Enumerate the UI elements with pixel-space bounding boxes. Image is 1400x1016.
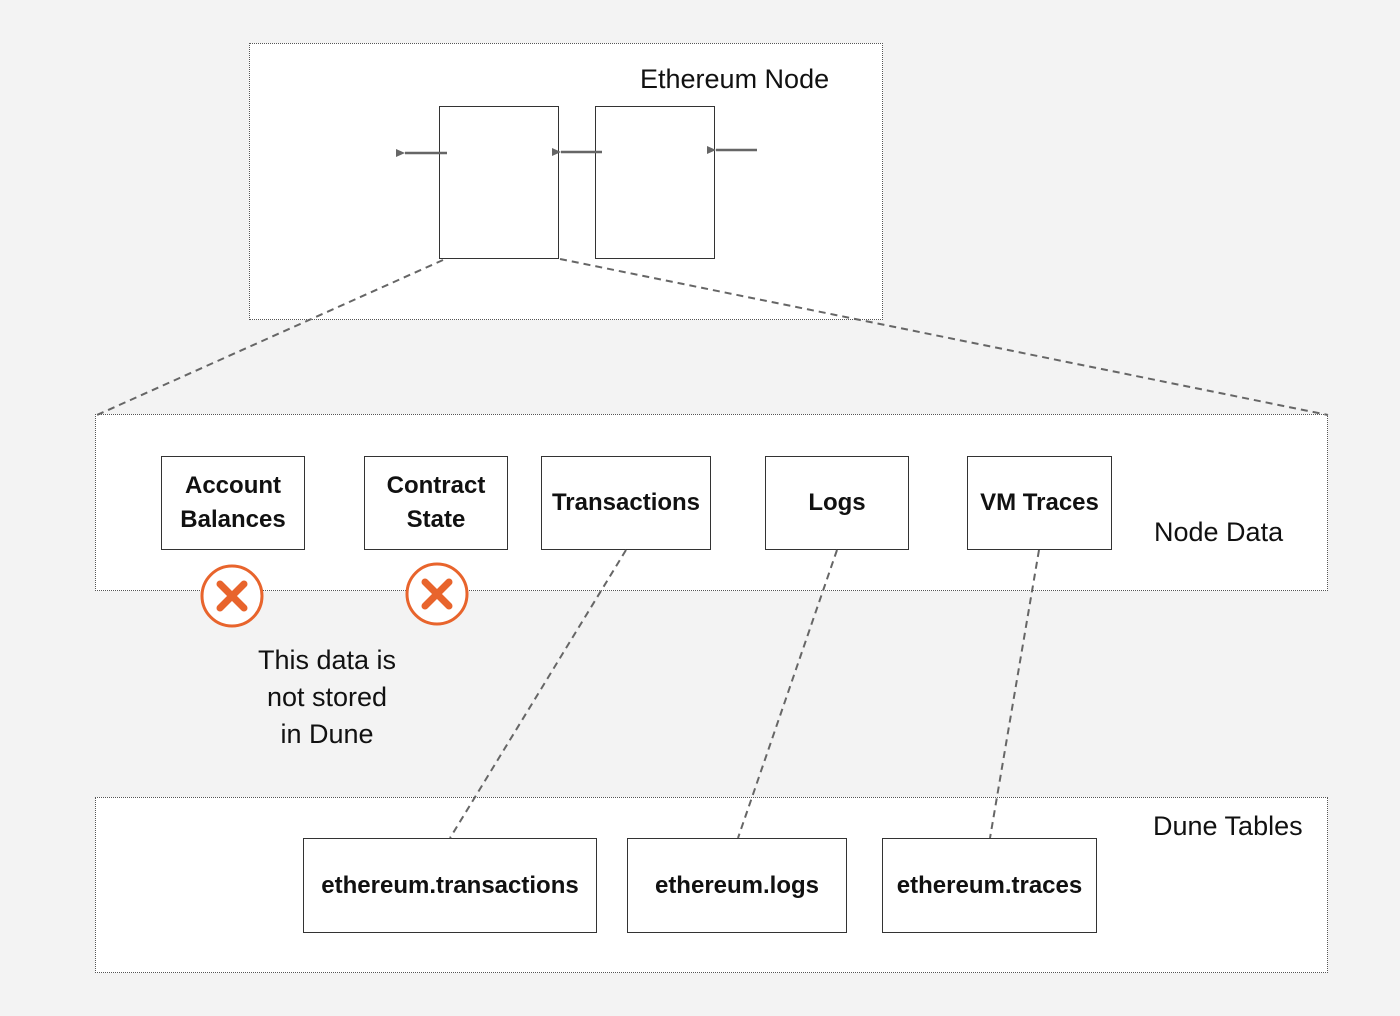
dune-table-transactions: ethereum.transactions [303,838,597,933]
not-stored-note: This data is not stored in Dune [227,642,427,753]
zoom-lines [96,258,1329,416]
mapping-line-traces [989,549,1040,839]
block-1 [439,106,559,259]
ethereum-node-label: Ethereum Node [640,64,830,94]
node-data-account-balances: Account Balances [161,456,305,550]
dune-table-logs-label: ethereum.logs [654,871,820,899]
node-data-transactions-label: Transactions [551,489,701,516]
x-circle-icon [200,564,264,628]
node-data-account-balances-label: Account Balances [180,472,286,533]
note-line: not stored [266,682,388,712]
dune-table-traces-label: ethereum.traces [896,871,1083,899]
x-circle-icon [405,562,469,626]
node-data-logs: Logs [765,456,909,550]
note-line: This data is [257,645,397,675]
node-data-vm-traces: VM Traces [967,456,1112,550]
node-data-label: Node Data [1154,517,1284,547]
dune-table-logs: ethereum.logs [627,838,847,933]
zoom-line-left [96,259,444,416]
node-data-contract-state-label: Contract State [386,472,486,533]
mapping-line-logs [737,549,838,839]
node-data-logs-label: Logs [808,489,866,516]
mapping-line-transactions [449,549,627,839]
zoom-line-right [559,258,1329,416]
dune-table-transactions-label: ethereum.transactions [321,871,579,899]
ethereum-node-panel [249,43,883,320]
node-data-contract-state: Contract State [364,456,508,550]
dune-table-traces: ethereum.traces [882,838,1097,933]
note-line: in Dune [280,719,374,749]
node-data-transactions: Transactions [541,456,711,550]
mapping-lines [449,549,1040,839]
block-2 [595,106,715,259]
node-data-vm-traces-label: VM Traces [980,489,1099,516]
dune-tables-label: Dune Tables [1153,811,1303,841]
flow-arrows [396,146,757,157]
